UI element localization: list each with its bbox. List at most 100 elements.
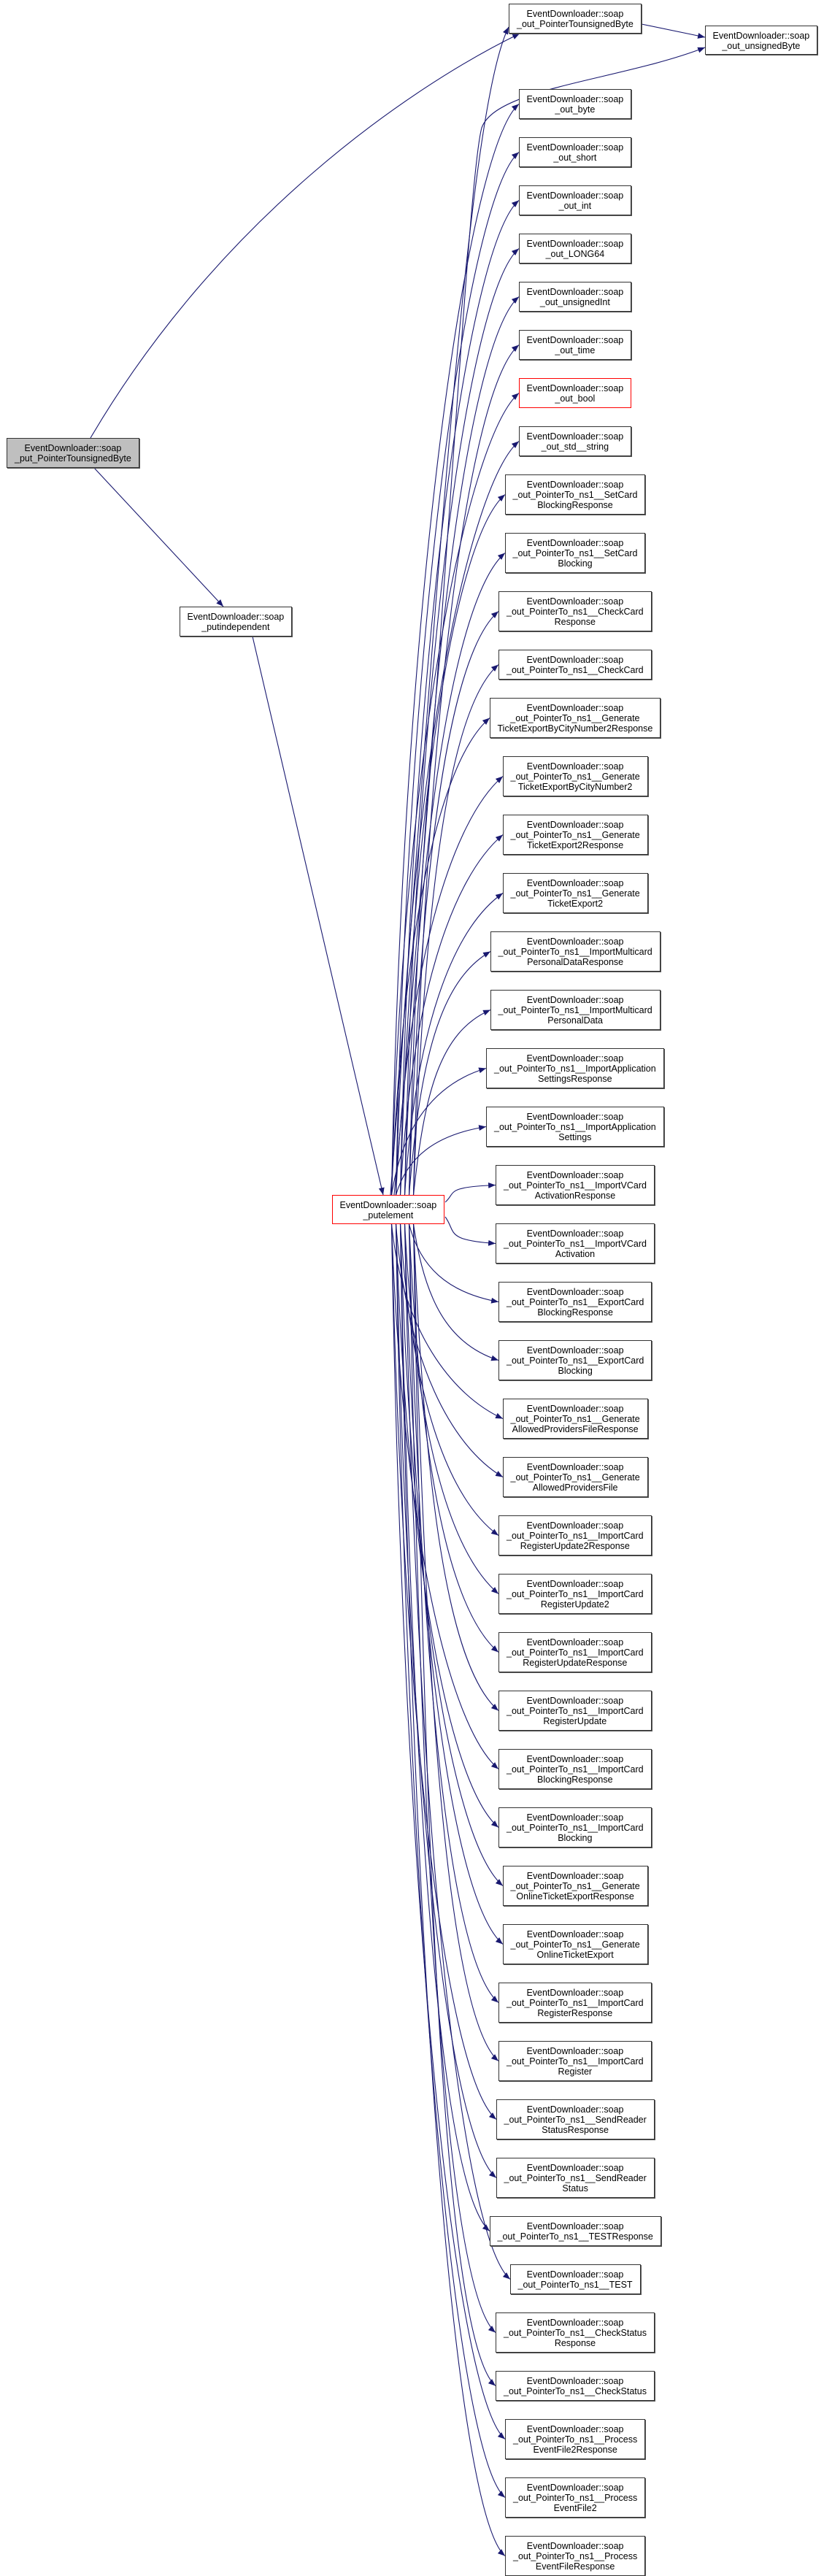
node-callee[interactable]: EventDownloader::soap_out_PointerTo_ns1_… bbox=[498, 2041, 652, 2081]
node-callee[interactable]: EventDownloader::soap_out_PointerTo_ns1_… bbox=[496, 2158, 655, 2198]
node-label-line: EventDownloader::soap bbox=[526, 596, 624, 607]
node-callee[interactable]: EventDownloader::soap_out_PointerTo_ns1_… bbox=[498, 1632, 652, 1672]
node-callee[interactable]: EventDownloader::soap_out_PointerTo_ns1_… bbox=[498, 591, 652, 631]
node-label-line: EventDownloader::soap bbox=[526, 2163, 624, 2173]
node-callee[interactable]: EventDownloader::soap_out_PointerTo_ns1_… bbox=[498, 650, 652, 680]
node-label-line: EventDownloader::soap bbox=[526, 703, 624, 713]
node-callee[interactable]: EventDownloader::soap_out_PointerTo_ns1_… bbox=[490, 990, 661, 1030]
node-label-line: _out_PointerTounsignedByte bbox=[517, 19, 634, 29]
node-callee[interactable]: EventDownloader::soap_out_PointerTo_ns1_… bbox=[498, 1807, 652, 1848]
node-callee[interactable]: EventDownloader::soap_out_PointerTo_ns1_… bbox=[496, 1165, 655, 1205]
node-label-line: _out_PointerTo_ns1__TESTResponse bbox=[497, 2231, 653, 2242]
node-out-pointer-to-unsigned-byte[interactable]: EventDownloader::soap_out_PointerTounsig… bbox=[509, 4, 642, 34]
node-label-line: TicketExportByCityNumber2Response bbox=[497, 723, 653, 734]
node-label-line: _out_PointerTo_ns1__Generate bbox=[510, 1472, 640, 1483]
node-label-line: EventDownloader::soap bbox=[526, 94, 624, 104]
edge-putelement-to-callee bbox=[408, 1223, 499, 1304]
node-label-line: EventFileResponse bbox=[535, 2561, 615, 2572]
node-callee[interactable]: EventDownloader::soap_out_PointerTo_ns1_… bbox=[504, 474, 646, 515]
edge-putelement-to-callee bbox=[399, 1223, 490, 2231]
node-label-line: _out_std__string bbox=[541, 442, 609, 452]
node-callee[interactable]: EventDownloader::soap_out_PointerTo_ns1_… bbox=[504, 533, 646, 573]
node-callee[interactable]: EventDownloader::soap_out_PointerTo_ns1_… bbox=[498, 1282, 652, 1322]
edge-putelement-to-callee bbox=[412, 1223, 499, 1711]
edge-putelement-to-callee bbox=[390, 104, 520, 1196]
edge-putelement-to-callee bbox=[404, 553, 506, 1196]
node-label-line: _out_PointerTo_ns1__ImportCard bbox=[507, 1648, 644, 1658]
node-label-line: _out_PointerTo_ns1__TEST bbox=[517, 2280, 633, 2290]
node-callee[interactable]: EventDownloader::soap_out_PointerTo_ns1_… bbox=[505, 2536, 646, 2576]
node-out-unsigned-byte[interactable]: EventDownloader::soap_out_unsignedByte bbox=[704, 26, 818, 55]
node-label-line: RegisterUpdate2 bbox=[540, 1599, 609, 1610]
edge-putelement-to-callee bbox=[412, 345, 520, 1196]
node-callee[interactable]: EventDownloader::soap_out_PointerTo_ns1_… bbox=[498, 1749, 652, 1789]
node-label-line: EventFile2 bbox=[553, 2503, 597, 2513]
node-label-line: _out_short bbox=[553, 153, 597, 163]
node-callee[interactable]: EventDownloader::soap_out_PointerTo_ns1_… bbox=[509, 2264, 641, 2294]
node-callee[interactable]: EventDownloader::soap_out_PointerTo_ns1_… bbox=[496, 2371, 655, 2401]
node-callee[interactable]: EventDownloader::soap_out_short bbox=[518, 137, 632, 167]
node-callee[interactable]: EventDownloader::soap_out_PointerTo_ns1_… bbox=[505, 2477, 646, 2518]
node-callee[interactable]: EventDownloader::soap_out_PointerTo_ns1_… bbox=[486, 1048, 664, 1088]
node-callee[interactable]: EventDownloader::soap_out_PointerTo_ns1_… bbox=[498, 1983, 652, 2023]
node-label-line: EventDownloader::soap bbox=[526, 480, 624, 490]
node-callee[interactable]: EventDownloader::soap_out_PointerTo_ns1_… bbox=[490, 931, 661, 972]
node-callee[interactable]: EventDownloader::soap_out_PointerTo_ns1_… bbox=[502, 756, 648, 796]
node-callee[interactable]: EventDownloader::soap_out_PointerTo_ns1_… bbox=[502, 1457, 648, 1497]
node-label-line: EventDownloader::soap bbox=[187, 612, 285, 622]
edge-putelement-to-callee bbox=[395, 1223, 506, 2498]
node-putelement[interactable]: EventDownloader::soap_putelement bbox=[331, 1195, 445, 1224]
node-callee[interactable]: EventDownloader::soap_out_int bbox=[518, 185, 632, 215]
node-label-line: EventDownloader::soap bbox=[526, 2541, 624, 2551]
node-callee[interactable]: EventDownloader::soap_out_PointerTo_ns1_… bbox=[502, 1866, 648, 1906]
node-label-line: _out_PointerTo_ns1__Generate bbox=[510, 772, 640, 782]
node-label-line: EventDownloader::soap bbox=[526, 1579, 624, 1589]
node-callee[interactable]: EventDownloader::soap_out_PointerTo_ns1_… bbox=[502, 1399, 648, 1439]
node-callee[interactable]: EventDownloader::soap_out_PointerTo_ns1_… bbox=[489, 698, 661, 738]
node-label-line: _out_PointerTo_ns1__ImportApplication bbox=[494, 1122, 656, 1132]
node-label-line: EventDownloader::soap bbox=[526, 1053, 624, 1064]
node-label-line: EventDownloader::soap bbox=[526, 335, 624, 345]
node-callee[interactable]: EventDownloader::soap_out_PointerTo_ns1_… bbox=[502, 1924, 648, 1964]
node-callee[interactable]: EventDownloader::soap_out_PointerTo_ns1_… bbox=[505, 2419, 646, 2459]
edge-putelement-to-callee bbox=[395, 776, 504, 1196]
node-callee[interactable]: EventDownloader::soap_out_time bbox=[518, 330, 632, 360]
node-callee[interactable]: EventDownloader::soap_out_PointerTo_ns1_… bbox=[498, 1574, 652, 1614]
node-label-line: SettingsResponse bbox=[538, 1074, 612, 1084]
node-callee[interactable]: EventDownloader::soap_out_PointerTo_ns1_… bbox=[496, 1223, 655, 1264]
node-label-line: EventDownloader::soap bbox=[526, 2318, 624, 2328]
node-label-line: ActivationResponse bbox=[534, 1191, 616, 1201]
node-callee[interactable]: EventDownloader::soap_out_PointerTo_ns1_… bbox=[502, 815, 648, 855]
node-callee[interactable]: EventDownloader::soap_out_PointerTo_ns1_… bbox=[498, 1340, 652, 1380]
edge-putelement-to-callee bbox=[395, 1125, 487, 1196]
node-callee[interactable]: EventDownloader::soap_out_PointerTo_ns1_… bbox=[486, 1107, 664, 1147]
node-callee[interactable]: EventDownloader::soap_out_PointerTo_ns1_… bbox=[498, 1691, 652, 1731]
node-label-line: _out_PointerTo_ns1__SetCard bbox=[512, 548, 638, 558]
node-callee[interactable]: EventDownloader::soap_out_PointerTo_ns1_… bbox=[502, 873, 648, 913]
node-label-line: EventDownloader::soap bbox=[526, 9, 624, 19]
node-callee[interactable]: EventDownloader::soap_out_byte bbox=[518, 89, 632, 119]
node-label-line: _out_PointerTo_ns1__ImportCard bbox=[507, 1998, 644, 2008]
node-label-line: EventDownloader::soap bbox=[526, 1287, 624, 1297]
node-label-line: EventDownloader::soap bbox=[526, 1520, 624, 1531]
node-callee[interactable]: EventDownloader::soap_out_PointerTo_ns1_… bbox=[496, 2099, 655, 2139]
node-callee[interactable]: EventDownloader::soap_out_unsignedInt bbox=[518, 282, 632, 312]
edge-putelement-to-callee bbox=[399, 494, 506, 1196]
node-callee[interactable]: EventDownloader::soap_out_bool bbox=[518, 378, 632, 408]
node-callee[interactable]: EventDownloader::soap_out_PointerTo_ns1_… bbox=[489, 2216, 661, 2246]
node-label-line: EventFile2Response bbox=[533, 2445, 617, 2455]
node-label-line: _out_unsignedInt bbox=[539, 297, 610, 307]
node-root-put-pointer-to-unsigned-byte[interactable]: EventDownloader::soap_put_PointerTounsig… bbox=[7, 438, 139, 468]
node-label-line: EventDownloader::soap bbox=[526, 142, 624, 153]
node-callee[interactable]: EventDownloader::soap_out_LONG64 bbox=[518, 234, 632, 264]
node-label-line: EventDownloader::soap bbox=[526, 383, 624, 393]
node-label-line: EventDownloader::soap bbox=[526, 1754, 624, 1764]
node-callee[interactable]: EventDownloader::soap_out_std__string bbox=[518, 426, 632, 456]
node-label-line: EventDownloader::soap bbox=[526, 191, 624, 201]
node-callee[interactable]: EventDownloader::soap_out_PointerTo_ns1_… bbox=[496, 2312, 655, 2353]
node-callee[interactable]: EventDownloader::soap_out_PointerTo_ns1_… bbox=[498, 1515, 652, 1556]
node-label-line: _out_PointerTo_ns1__ImportMulticard bbox=[498, 947, 652, 957]
node-putindependent[interactable]: EventDownloader::soap_putindependent bbox=[179, 607, 293, 637]
node-label-line: _out_PointerTo_ns1__ExportCard bbox=[507, 1356, 644, 1366]
